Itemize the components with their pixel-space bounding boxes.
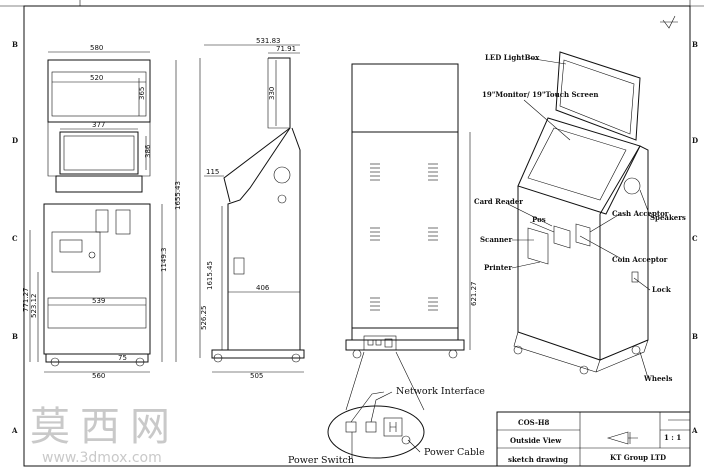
callout-wheels: Wheels: [643, 374, 673, 383]
grid-label-right4: B: [692, 332, 698, 341]
grid-label-right5: A: [691, 426, 698, 435]
watermark-logo: 莫西网: [30, 404, 180, 450]
callout-speakers: Speakers: [650, 213, 686, 222]
front-dim-bottom-width: 560: [92, 372, 105, 380]
watermark-url: www.3dmox.com: [42, 450, 162, 466]
grid-label-right1: B: [692, 40, 698, 49]
front-dim-monitor: 377: [92, 121, 105, 129]
label-network-interface: Network Interface: [396, 386, 485, 397]
grid-label-row3: C: [12, 234, 18, 243]
side-view: 531.83 71.91 330 115 1615.45 526.25 406 …: [199, 37, 305, 380]
side-dim-angle: 115: [206, 168, 219, 176]
back-dim-height: 621.27: [470, 282, 478, 307]
callout-lock: Lock: [652, 285, 671, 294]
front-dim-left-a: 771.27: [22, 288, 30, 313]
side-dim-base-depth: 505: [250, 372, 263, 380]
label-power-cable: Power Cable: [424, 447, 485, 458]
title-block: COS-H8 Outside View sketch drawing KT Gr…: [496, 411, 691, 467]
side-dim-lower: 526.25: [200, 306, 208, 331]
back-view: 621.27: [345, 63, 478, 359]
callout-monitor: 19"Monitor/ 19"Touch Screen: [482, 90, 598, 99]
grid-label-row4: B: [12, 332, 18, 341]
front-dim-width-top: 580: [90, 44, 103, 52]
title-drawing-type: sketch drawing: [508, 455, 568, 464]
label-power-switch: Power Switch: [288, 455, 354, 466]
interface-detail: Network Interface Power Switch Power Cab…: [288, 351, 485, 466]
title-code: COS-H8: [518, 418, 549, 427]
front-dim-foot: 75: [118, 354, 127, 362]
grid-label-right3: C: [692, 234, 698, 243]
title-view: Outside View: [510, 436, 562, 445]
callout-card-reader: Card Reader: [474, 197, 523, 206]
callout-led-lightbox: LED LightBox: [485, 53, 540, 62]
title-scale: 1 : 1: [664, 433, 681, 442]
callout-cash-acceptor: Cash Acceptor: [612, 209, 669, 218]
side-dim-body-depth: 406: [256, 284, 270, 292]
isometric-view: LED LightBox 19"Monitor/ 19"Touch Screen…: [474, 51, 686, 383]
front-dim-lightbox-height: 365: [138, 87, 146, 100]
grid-label-right2: D: [692, 136, 698, 145]
grid-label-row2: D: [12, 136, 18, 145]
front-dim-monitor-height: 386: [144, 144, 152, 158]
front-dim-body-height: 1149.3: [160, 248, 168, 273]
callout-scanner: Scanner: [480, 235, 512, 244]
front-dim-left-b: 523.12: [30, 294, 38, 319]
surface-finish-symbol: [660, 15, 678, 29]
callout-printer: Printer: [484, 263, 512, 272]
grid-label-row5: A: [11, 426, 18, 435]
side-dim-offset: 71.91: [276, 45, 296, 53]
front-view: 580 520 365 377 386 1655.43 1149.3 771.2…: [22, 44, 182, 380]
front-dim-base: 539: [92, 297, 105, 305]
side-dim-lightbox-height: 330: [268, 87, 276, 100]
title-company: KT Group LTD: [610, 453, 666, 462]
side-dim-height: 1615.45: [206, 261, 214, 290]
front-dim-lightbox: 520: [90, 74, 103, 82]
front-dim-total-height: 1655.43: [174, 181, 182, 210]
callout-coin-acceptor: Coin Acceptor: [612, 255, 668, 264]
grid-label-row1: B: [12, 40, 18, 49]
side-dim-depth-top: 531.83: [256, 37, 281, 45]
projection-symbol: [606, 431, 638, 445]
callout-pos: Pos: [532, 215, 546, 224]
